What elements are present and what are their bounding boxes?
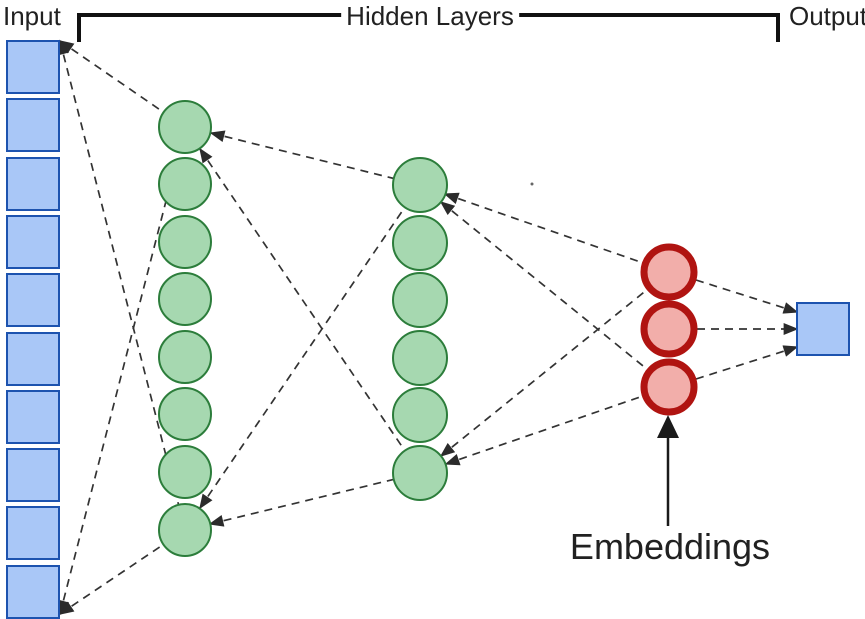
connection-line — [199, 184, 421, 510]
input-node — [6, 40, 60, 94]
input-node — [6, 390, 60, 444]
hidden-layers-label: Hidden Layers — [341, 2, 519, 31]
embeddings-label: Embeddings — [569, 526, 771, 567]
input-node — [6, 565, 60, 619]
hidden-layer-2-node — [392, 330, 448, 386]
hidden-layer-1-node — [158, 215, 212, 269]
input-node — [6, 98, 60, 152]
hidden-layer-1-node — [158, 272, 212, 326]
input-node — [6, 506, 60, 560]
connection-line — [439, 201, 670, 388]
embedding-node — [640, 243, 698, 301]
embedding-node — [640, 358, 698, 416]
hidden-layer-2-node — [392, 387, 448, 443]
input-label: Input — [3, 1, 61, 31]
layer-nodes — [6, 40, 850, 619]
connection-line — [695, 345, 799, 380]
hidden-layer-2-node — [392, 272, 448, 328]
hidden-layer-1-node — [158, 387, 212, 441]
connection-line — [443, 192, 670, 273]
hidden-layer-1-node — [158, 100, 212, 154]
output-node — [796, 302, 850, 356]
connection-line — [57, 39, 186, 531]
hidden-layer-2-node — [392, 215, 448, 271]
hidden-layer-2-node — [392, 157, 448, 213]
input-node — [6, 332, 60, 386]
embeddings-pointer-arrow — [657, 415, 679, 526]
input-node — [6, 157, 60, 211]
hidden-layer-1-node — [158, 445, 212, 499]
connection-line — [58, 529, 186, 615]
hidden-layer-1-node — [158, 330, 212, 384]
hidden-layer-1-node — [158, 157, 212, 211]
input-node — [6, 273, 60, 327]
hidden-layer-2-node — [392, 445, 448, 501]
hidden-layer-1-node — [158, 503, 212, 557]
input-node — [6, 448, 60, 502]
connection-lines — [57, 39, 799, 616]
input-node — [6, 215, 60, 269]
connection-line — [439, 271, 670, 457]
stray-speck — [530, 182, 534, 186]
pointer-arrowhead — [657, 415, 679, 438]
connection-line — [444, 386, 670, 466]
connection-line — [209, 130, 421, 186]
connection-line — [199, 147, 421, 474]
connection-line — [208, 472, 421, 527]
output-label: Output — [789, 1, 865, 31]
embedding-node — [640, 300, 698, 358]
connection-line — [695, 279, 799, 314]
